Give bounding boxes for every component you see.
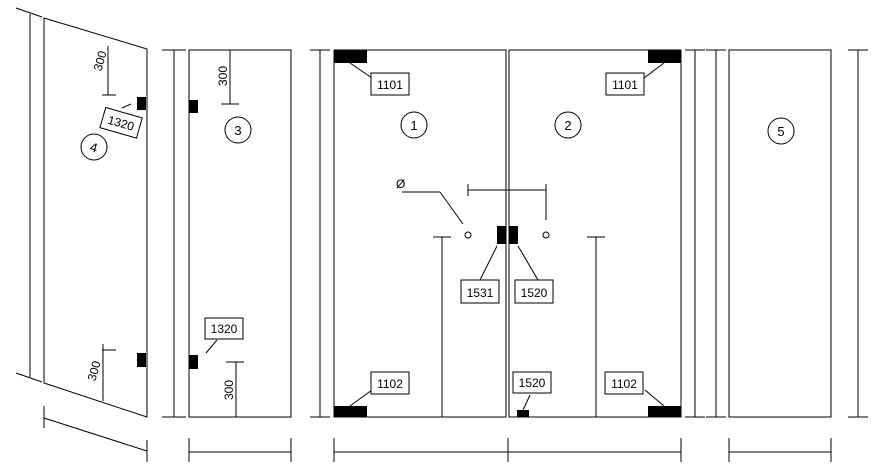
label-1102-left: 1102 [370,371,410,395]
svg-text:2: 2 [564,118,571,133]
label-1531: 1531 [460,279,500,304]
label-1101-left: 1101 [370,72,410,96]
svg-text:5: 5 [777,124,784,139]
hinge-bottom-panel-4 [137,353,146,367]
svg-text:1520: 1520 [521,286,548,300]
dim-300-panel4-bottom: 300 [85,359,104,382]
label-1520-floor: 1520 [512,371,552,394]
panel-number-5: 5 [767,117,795,145]
panel-number-1: 1 [400,111,428,139]
lock-1520 [509,226,518,244]
dim-300-panel3-top: 300 [216,66,230,86]
panel-4-outline [43,17,148,418]
label-1520-handle: 1520 [514,279,554,304]
patch-1101-left [334,50,367,63]
panel-3-outline [188,49,292,418]
svg-text:1520: 1520 [519,376,546,390]
panel-2-outline [508,49,682,418]
svg-text:1102: 1102 [611,377,637,391]
hinge-top-panel-4 [137,97,146,110]
label-1101-right: 1101 [605,72,645,96]
svg-text:1320: 1320 [211,322,238,336]
dim-300-panel3-bottom: 300 [222,380,236,400]
svg-text:4: 4 [88,139,99,155]
svg-text:1101: 1101 [612,78,638,92]
double-door: Ø 1101 1101 1102 1102 [310,49,705,462]
handle-hole-left [464,231,472,239]
svg-text:1531: 1531 [467,286,494,300]
panel-1-outline [333,49,507,418]
patch-1102-left [334,406,367,417]
svg-text:3: 3 [234,123,241,138]
hinge-top-panel-3 [189,100,198,113]
floor-lock-1520 [517,410,529,417]
panel-number-2: 2 [554,111,582,139]
label-1102-right: 1102 [604,371,644,395]
panel-4: 300 300 1320 4 [15,7,148,462]
panel-4-width-dim [43,417,148,452]
diameter-symbol: Ø [396,177,405,191]
lock-1531 [497,226,506,244]
panel-number-4: 4 [80,133,108,161]
label-1320-panel4: 1320 [99,106,143,139]
handle-hole-right [542,231,550,239]
panel-5-outline [728,49,832,418]
hinge-bottom-panel-3 [189,355,198,369]
svg-text:1101: 1101 [377,78,403,92]
svg-text:1: 1 [410,118,417,133]
dim-300-panel4-top: 300 [91,49,110,72]
patch-1102-right [648,406,681,417]
label-1320-panel3: 1320 [204,317,244,340]
panel-3: 300 300 1320 3 [162,49,292,462]
panel-5: 5 [706,49,868,462]
patch-1101-right [648,50,681,63]
panel-number-3: 3 [224,116,252,144]
svg-text:1102: 1102 [377,377,403,391]
